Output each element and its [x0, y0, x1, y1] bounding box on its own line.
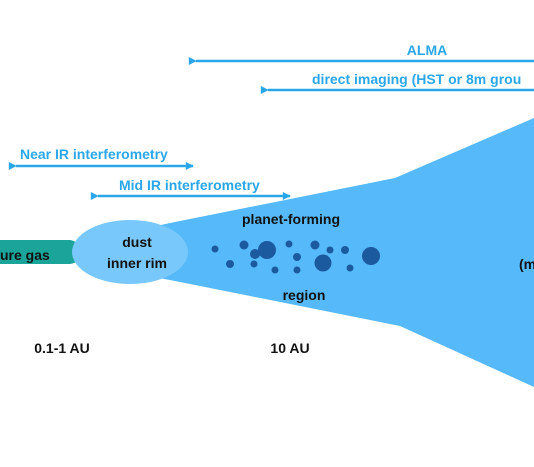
planet-forming-label: planet-forming — [242, 211, 340, 227]
planetesimal — [271, 266, 279, 274]
pure-gas-label: ure gas — [0, 247, 50, 263]
planetesimal — [285, 240, 293, 248]
planetesimal — [346, 264, 354, 272]
gas-region — [0, 240, 82, 264]
region-label: region — [283, 287, 326, 303]
planetesimal — [326, 246, 334, 254]
inner-rim-label: inner rim — [107, 255, 167, 271]
planetesimals — [211, 240, 380, 274]
planetesimal — [226, 260, 234, 268]
near-ir-label: Near IR interferometry — [20, 146, 168, 162]
planetesimal — [293, 253, 301, 261]
outer-region-label: (m — [519, 256, 534, 272]
protoplanetary-disk — [75, 118, 534, 387]
planetesimal — [293, 266, 301, 274]
planetesimal — [250, 260, 258, 268]
planetesimal — [258, 241, 276, 259]
planetesimal — [341, 246, 349, 254]
distance-inner-label: 0.1-1 AU — [34, 340, 90, 356]
planetesimal — [250, 249, 260, 259]
mid-ir-label: Mid IR interferometry — [119, 177, 260, 193]
planetesimal — [239, 240, 249, 250]
inner-rim — [72, 220, 188, 284]
planetesimal — [211, 245, 219, 253]
planetesimal — [314, 254, 332, 272]
planetesimal — [310, 240, 320, 250]
distance-10au-label: 10 AU — [270, 340, 309, 356]
dust-label: dust — [122, 234, 152, 250]
alma-label: ALMA — [407, 42, 447, 58]
direct-imaging-label: direct imaging (HST or 8m grou — [312, 71, 521, 87]
planetesimal — [362, 247, 380, 265]
